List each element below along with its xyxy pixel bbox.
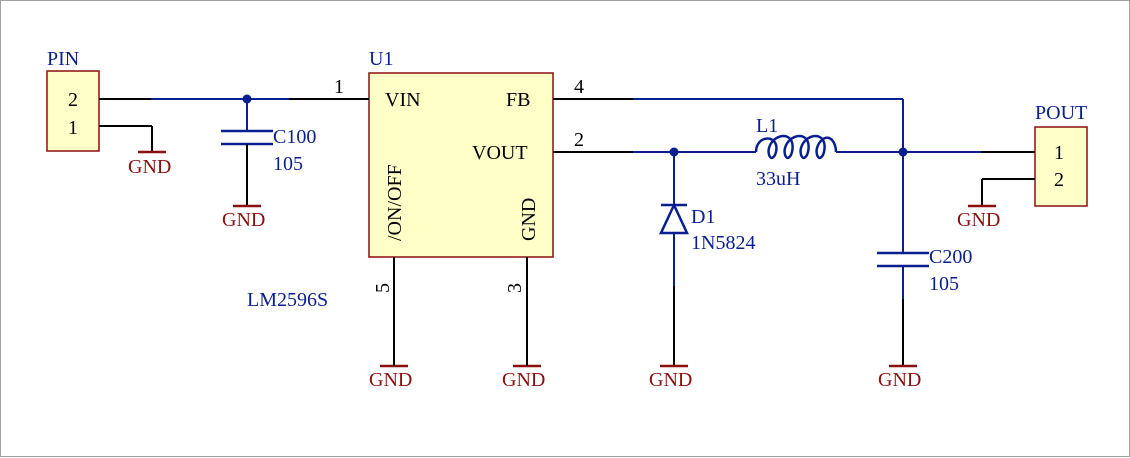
u1-pin-name-vout: VOUT [472, 142, 528, 164]
u1-part: LM2596S [247, 289, 328, 311]
wires [151, 98, 981, 286]
gnd-symbol-pin: GND [128, 126, 171, 178]
pin-connector-pin-2: 2 [68, 89, 78, 111]
l1-value: 33uH [756, 168, 800, 190]
d1-diode: D1 1N5824 GND [649, 202, 755, 391]
junction-output [898, 147, 908, 157]
u1-pin-number-fb: 4 [574, 76, 584, 98]
pout-connector-ref: POUT [1035, 102, 1087, 124]
pout-connector-pin-2: 2 [1054, 169, 1064, 191]
u1-pin-name-vin: VIN [385, 89, 421, 111]
gnd-label-d1: GND [649, 369, 692, 391]
d1-ref: D1 [691, 206, 715, 228]
c200-ref: C200 [929, 246, 972, 268]
gnd-label-pin: GND [128, 156, 171, 178]
l1-coil [754, 134, 838, 159]
d1-value: 1N5824 [691, 232, 755, 254]
pin-connector-ref: PIN [47, 48, 79, 70]
gnd-label-c100: GND [222, 209, 265, 231]
gnd-label-u1-gnd: GND [502, 369, 545, 391]
gnd-label-c200: GND [878, 369, 921, 391]
c100-ref: C100 [273, 126, 316, 148]
pin-connector-body [46, 70, 100, 152]
gnd-symbol-u1-gnd: GND [502, 339, 545, 391]
c100-capacitor: C100 105 GND [221, 126, 316, 231]
c200-capacitor: C200 105 GND [877, 246, 972, 391]
u1-regulator: U1 LM2596S 1 VIN 4 FB 2 VOUT 5 /ON/OFF 3… [247, 48, 633, 339]
c100-value: 105 [273, 153, 303, 175]
pout-connector-body [1034, 126, 1088, 207]
u1-pin-number-on-off: 5 [372, 283, 394, 293]
u1-ref: U1 [369, 48, 393, 70]
junction-vin [242, 94, 252, 104]
u1-pin-name-gnd: GND [518, 198, 540, 241]
gnd-label-u1-on-off: GND [369, 369, 412, 391]
d1-anode-triangle [659, 202, 689, 235]
u1-body [368, 72, 554, 258]
pin-connector-pin-1: 1 [68, 117, 78, 139]
u1-pin-number-gnd: 3 [504, 283, 526, 293]
pin-connector: PIN 2 1 [46, 48, 152, 152]
l1-inductor: L1 33uH [754, 115, 838, 190]
c200-value: 105 [929, 273, 959, 295]
gnd-symbol-pout: GND [957, 179, 1000, 231]
u1-pin-name-fb: FB [506, 89, 530, 111]
pout-connector: POUT 1 2 [981, 102, 1088, 207]
u1-pin-number-vout: 2 [574, 129, 584, 151]
gnd-label-pout: GND [957, 209, 1000, 231]
gnd-symbol-u1-on-off: GND [369, 339, 412, 391]
u1-pin-number-vin: 1 [334, 76, 344, 98]
l1-ref: L1 [756, 115, 778, 137]
pout-connector-pin-1: 1 [1054, 142, 1064, 164]
junction-vout [669, 147, 679, 157]
u1-pin-name-on-off: /ON/OFF [384, 164, 406, 241]
